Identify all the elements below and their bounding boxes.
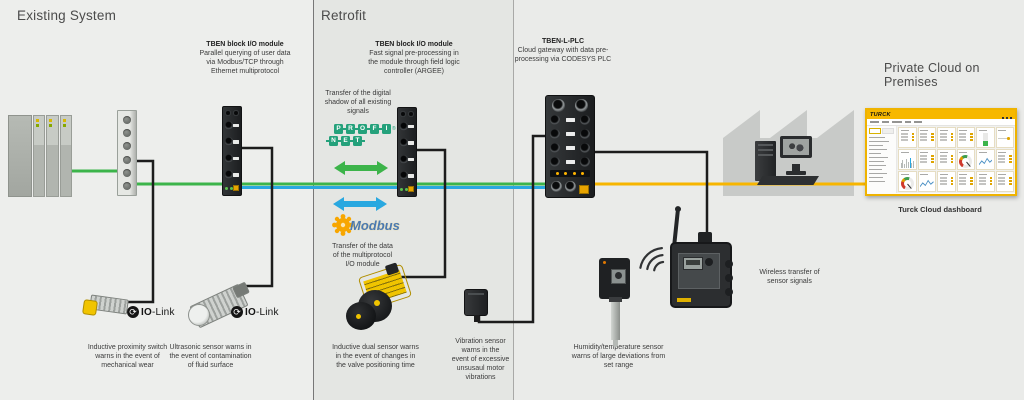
probe-tip [613,340,618,347]
ultrasonic-sensor [186,278,250,330]
dashboard-panel-line [917,171,936,192]
label-tben-retrofit: TBEN block I/O module Fast signal pre-pr… [368,41,460,75]
dashboard-header-icons [1000,106,1012,124]
dashboard-panel-list [995,149,1014,170]
dashboard-panel-gauge [956,149,975,170]
label-dual-sensor: Inductive dual sensor warns in the event… [332,344,419,369]
label-wireless: Wireless transfer of sensor signals [759,269,820,285]
dashboard-panel-bars [898,149,917,170]
wireless-signal-icon [639,247,665,272]
dashboard-panel-list [956,127,975,148]
iolink-logo-2: ⟳ IO-Link [231,306,279,318]
tben-l-plc-module [545,95,595,198]
probe-shaft [611,302,620,340]
dashboard-panel-list [937,127,956,148]
label-ultrasonic: Ultrasonic sensor warns in the event of … [169,344,252,369]
dashboard-panel-list [917,127,936,148]
label-tben-l-plc: TBEN-L-PLC Cloud gateway with data pre- … [514,38,612,63]
label-modbus-transfer: Transfer of the data of the multiprotoco… [332,243,393,268]
modbus-logo: Modbus [330,212,400,238]
dashboard-panel-list [956,171,975,192]
probe-collar [609,297,622,302]
dashboard-panel-list [937,149,956,170]
computer-monitor [780,136,812,158]
label-digital-shadow: Transfer of the digital shadow of all ex… [324,90,392,115]
arrow-green-bidirectional [334,161,388,175]
computer-keyboard [757,176,819,185]
dashboard-panel-gauge [898,171,917,192]
label-humidity: Humidity/temperature sensor warns of lar… [571,344,666,369]
profinet-letter: O [358,124,367,134]
dashboard-panel-vbar [976,127,995,148]
dashboard-panel-list [937,171,956,192]
turck-logo: TURCK [870,111,891,118]
profinet-letter: P [334,124,343,134]
profinet-letter: T [353,136,362,146]
computer-tower [755,141,776,181]
dashboard-sidebar [867,126,897,193]
tben-io-module-left [222,106,242,196]
turck-cloud-dashboard: TURCK [865,108,1017,196]
plc-rack [8,115,72,197]
dashboard-menubar [867,119,1015,126]
dashboard-panel-list [976,171,995,192]
profinet-letter: E [341,136,350,146]
dashboard-panel-list [898,127,917,148]
dashboard-panel-spark [995,127,1014,148]
inductive-proximity-sensor [82,291,129,319]
vibration-sensor [464,289,488,322]
dashboard-grid [897,126,1015,193]
title-retrofit: Retrofit [321,8,367,23]
iolink-icon: ⟳ [231,306,243,318]
modbus-gear-icon [332,214,354,236]
dashboard-header: TURCK [867,110,1015,119]
monitor-stand [792,164,800,172]
inductive-dual-sensor [346,262,414,334]
profinet-letter: R [346,124,355,134]
dashboard-panel-list [917,149,936,170]
dashboard-panel-line [976,149,995,170]
label-dashboard-caption: Turck Cloud dashboard [898,205,982,214]
dashboard-panel-list [995,171,1014,192]
tben-io-module-retrofit [397,107,417,197]
label-vibration: Vibration sensor warns in the event of e… [451,338,510,381]
junction-box [117,110,137,196]
profinet-letter: N [329,136,338,146]
wireless-gateway [670,242,733,308]
title-existing-system: Existing System [17,8,117,23]
humidity-temperature-sensor [599,258,630,299]
title-private-cloud: Private Cloud on Premises [884,61,980,89]
modbus-wordmark: Modbus [350,217,400,233]
profinet-letter: F [370,124,379,134]
label-tben-left: TBEN block I/O module Parallel querying … [199,41,291,75]
profinet-letter: I [382,124,391,134]
iolink-icon: ⟳ [127,306,139,318]
arrow-blue-bidirectional [333,197,387,211]
monitor-base [786,171,806,175]
label-inductive-prox: Inductive proximity switch warns in the … [87,344,168,369]
iolink-logo-1: ⟳ IO-Link [127,306,175,318]
